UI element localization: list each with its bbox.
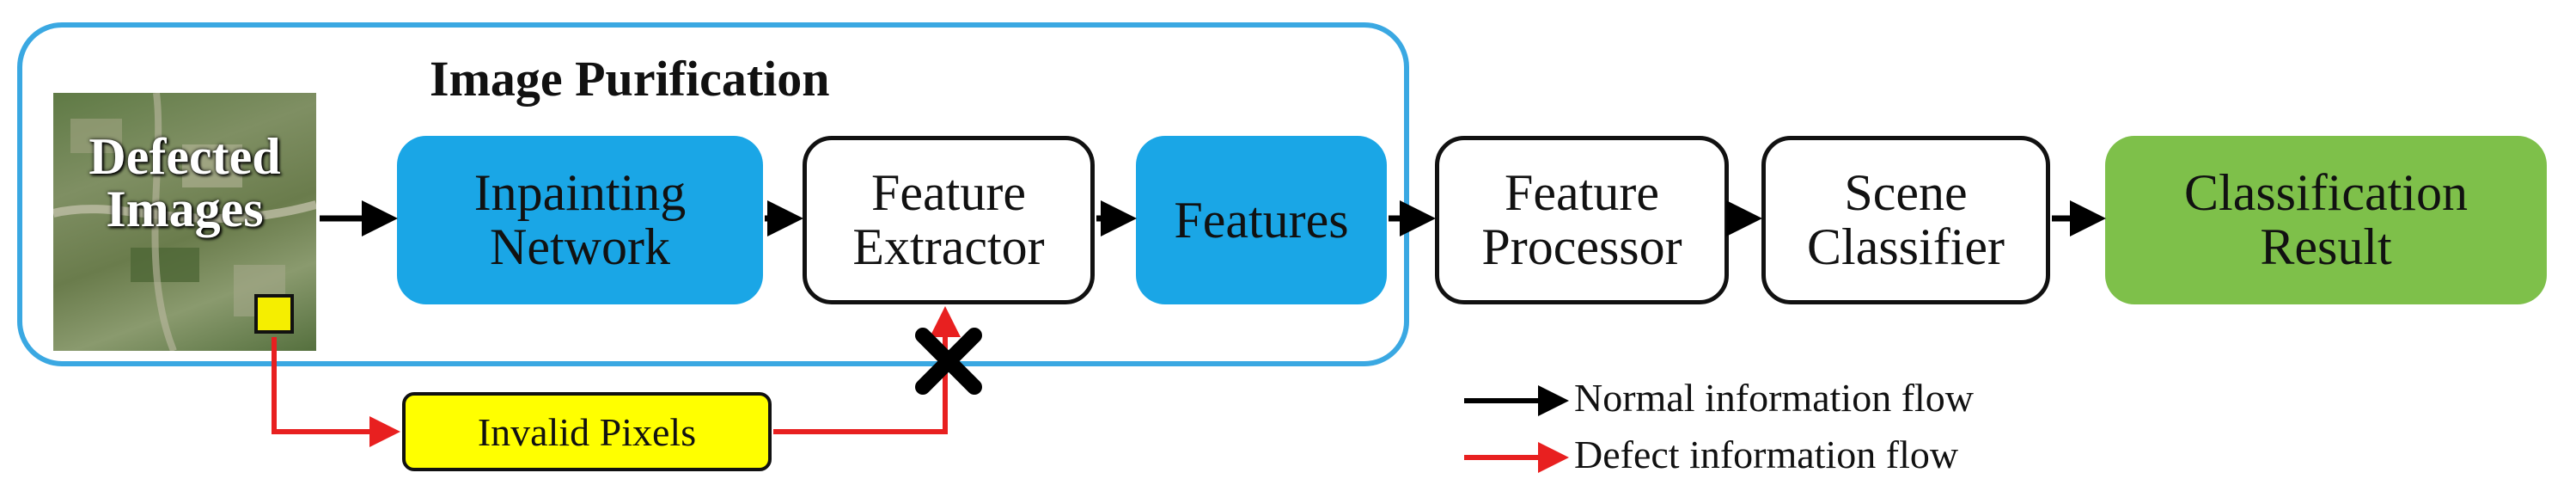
defected-images-line1: Defected — [89, 128, 281, 185]
image-purification-group — [17, 22, 1409, 366]
inpainting-network-line2: Network — [490, 218, 670, 275]
classification-result-line2: Result — [2260, 218, 2392, 275]
arrow-marker-to-invalid-pixels — [272, 337, 400, 447]
inpainting-network-block: Inpainting Network — [397, 136, 763, 304]
legend-defect-label: Defect information flow — [1574, 433, 1959, 476]
feature-processor-block: Feature Processor — [1435, 136, 1729, 304]
classification-result-block: Classification Result — [2105, 136, 2547, 304]
aerial-photo-texture — [53, 93, 316, 351]
feature-extractor-line1: Feature — [871, 164, 1026, 221]
blocked-cross-icon — [915, 328, 982, 395]
features-block: Features — [1136, 136, 1387, 304]
feature-processor-line1: Feature — [1505, 164, 1659, 221]
scene-classifier-line2: Classifier — [1807, 218, 2005, 275]
group-title: Image Purification — [430, 51, 830, 107]
scene-classifier-block: Scene Classifier — [1761, 136, 2050, 304]
features-label: Features — [1174, 191, 1349, 249]
classification-result-line1: Classification — [2184, 164, 2468, 221]
defected-images-photo: Defected Images — [53, 93, 316, 351]
defected-images-label: Defected Images — [53, 128, 316, 238]
feature-processor-line2: Processor — [1481, 218, 1682, 275]
defected-images-line2: Images — [106, 181, 264, 238]
feature-extractor-block: Feature Extractor — [803, 136, 1095, 304]
scene-classifier-line1: Scene — [1844, 164, 1968, 221]
feature-extractor-line2: Extractor — [852, 218, 1045, 275]
inpainting-network-line1: Inpainting — [473, 164, 687, 221]
legend-normal-label: Normal information flow — [1574, 376, 1975, 420]
invalid-pixel-marker — [254, 294, 294, 334]
invalid-pixels-box: Invalid Pixels — [402, 392, 772, 471]
